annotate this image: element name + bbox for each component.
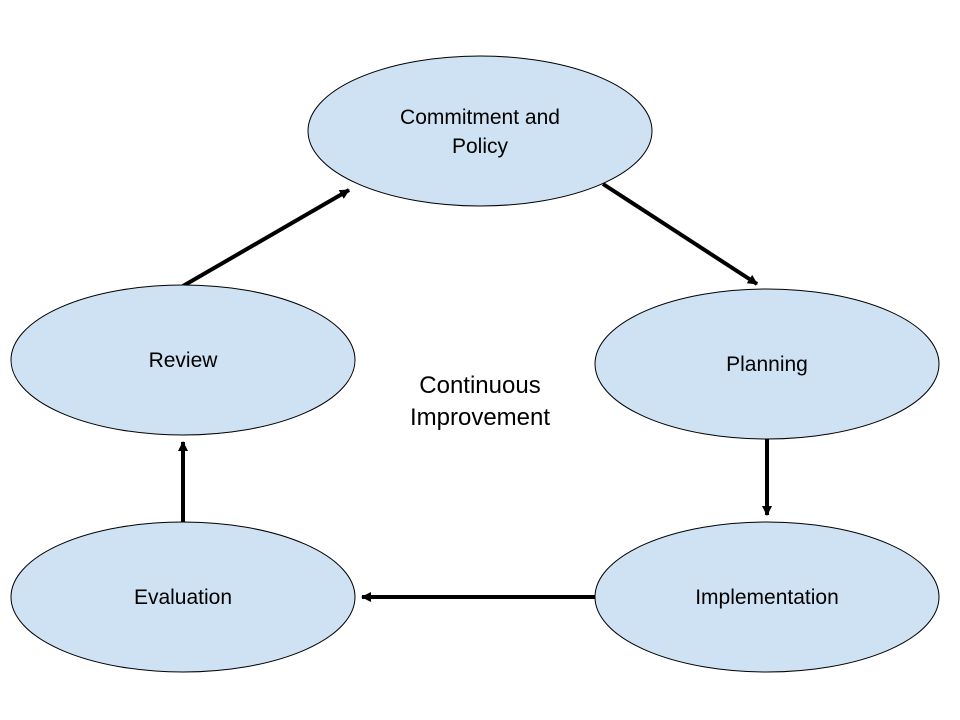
node-planning: Planning bbox=[594, 288, 940, 440]
node-label: Review bbox=[149, 349, 219, 372]
node-ellipse bbox=[10, 284, 356, 436]
node-implementation: Implementation bbox=[594, 521, 940, 673]
center-label-line1: Continuous bbox=[419, 372, 540, 399]
node-ellipse bbox=[594, 288, 940, 440]
node-label: Evaluation bbox=[134, 586, 232, 609]
edges bbox=[178, 182, 772, 602]
node-ellipse bbox=[594, 521, 940, 673]
node-ellipse bbox=[10, 521, 356, 673]
node-evaluation: Evaluation bbox=[10, 521, 356, 673]
center-label-line2: Improvement bbox=[410, 404, 550, 431]
center-label: Continuous Improvement bbox=[410, 372, 550, 431]
node-label: Implementation bbox=[695, 586, 839, 609]
node-label-line2: Policy bbox=[452, 135, 509, 158]
node-label: Planning bbox=[726, 353, 808, 376]
node-commitment-and-policy: Commitment and Policy bbox=[307, 55, 653, 207]
arrow-commitment-to-planning bbox=[601, 182, 759, 286]
node-label-line1: Commitment and bbox=[400, 106, 560, 129]
arrow-review-to-commitment bbox=[181, 188, 351, 288]
node-review: Review bbox=[10, 284, 356, 436]
node-ellipse bbox=[307, 55, 653, 207]
